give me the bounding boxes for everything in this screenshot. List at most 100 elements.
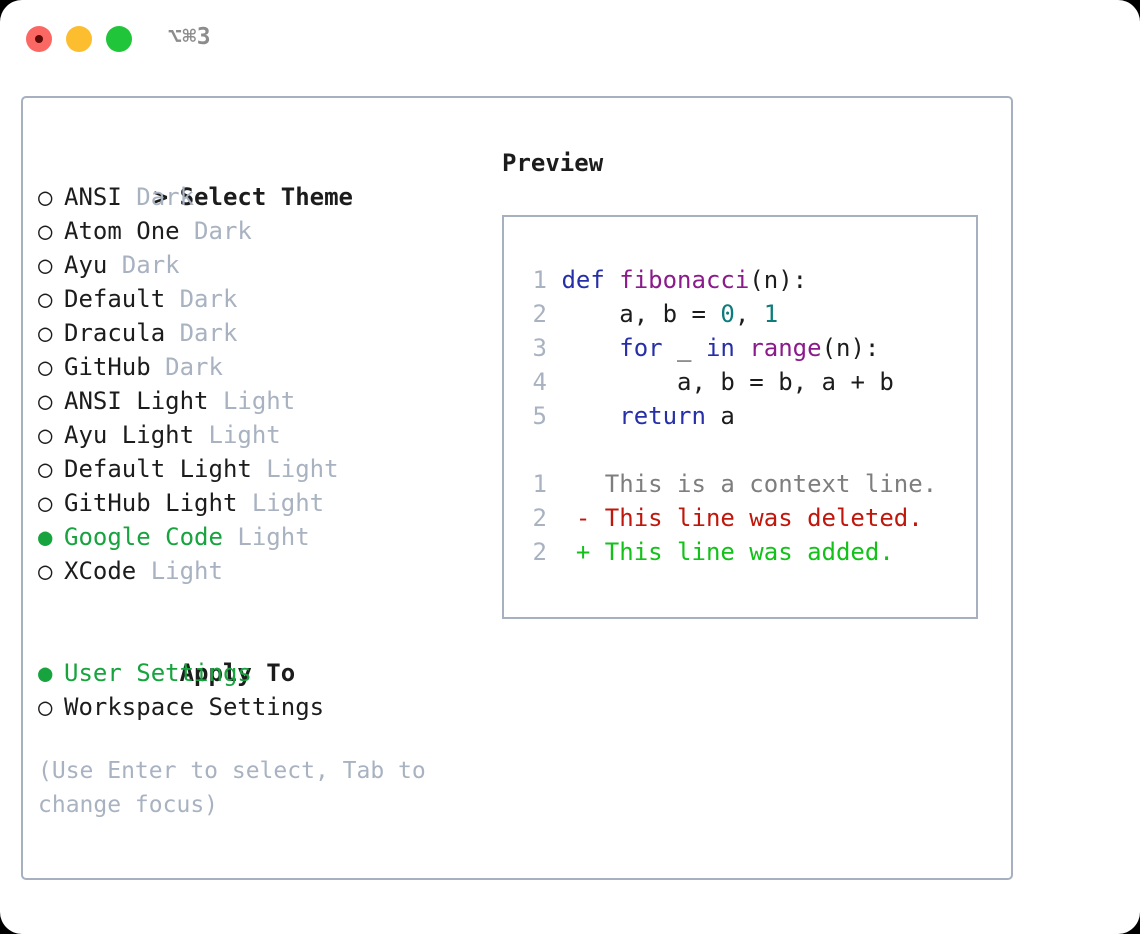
radio-unselected-icon: ○ [38, 285, 53, 313]
diff-text: This is a context line. [604, 470, 938, 498]
radio-unselected-icon: ○ [38, 251, 53, 279]
code-token: a, b = b, a + b [561, 368, 894, 396]
theme-variant-badge: Dark [150, 353, 223, 381]
radio-unselected-icon: ○ [38, 319, 53, 347]
diff-text: This line was deleted. [604, 504, 923, 532]
code-token: 1 [763, 300, 779, 328]
theme-variant-badge: Dark [121, 183, 195, 211]
radio-selected-icon: ● [38, 523, 53, 551]
theme-option-label: ANSI Light [64, 387, 209, 415]
line-number: 4 [532, 368, 547, 396]
minimize-button[interactable] [66, 26, 92, 52]
line-number: 2 [532, 538, 547, 566]
diff-marker: - [547, 504, 605, 532]
maximize-button[interactable] [106, 26, 132, 52]
theme-option-label: Ayu Light [64, 421, 195, 449]
code-line: 5 return a [521, 399, 937, 433]
theme-option-ayu[interactable]: ○Ayu Dark [38, 248, 468, 282]
theme-variant-badge: Light [136, 557, 223, 585]
theme-variant-badge: Light [222, 523, 310, 551]
code-token: return [619, 402, 706, 430]
title-bar: ⌥⌘3 [0, 0, 1140, 78]
diff-line: 1 This is a context line. [521, 467, 938, 501]
apply-to-option-label: Workspace Settings [64, 693, 325, 721]
theme-option-ansi[interactable]: ○ ANSI Dark [38, 180, 468, 214]
apply-to-options: ● User Settings ○ Workspace Settings [38, 656, 468, 724]
prompt-marker: > [153, 183, 169, 211]
diff-line: 2 + This line was added. [521, 535, 937, 569]
theme-option-default-light[interactable]: ○Default Light Light [38, 452, 468, 486]
code-token: (n): [749, 266, 808, 294]
theme-option-ayu-light[interactable]: ○Ayu Light Light [38, 418, 468, 452]
theme-option-label: Atom One [64, 217, 180, 245]
code-token [561, 334, 619, 362]
radio-unselected-icon: ○ [38, 183, 53, 211]
theme-option-label: XCode [64, 557, 137, 585]
keyboard-hint: (Use Enter to select, Tab to change focu… [38, 758, 426, 818]
theme-option-label: Default [64, 285, 166, 313]
theme-option-dracula[interactable]: ○ Dracula Dark [38, 316, 468, 350]
select-theme-label: Select Theme [179, 183, 353, 211]
theme-option-github[interactable]: ○GitHub Dark [38, 350, 468, 384]
theme-variant-badge: Light [208, 387, 296, 415]
apply-to-label: Apply To [179, 659, 296, 687]
code-token [735, 334, 749, 362]
line-number: 5 [532, 402, 547, 430]
code-token: , [734, 300, 764, 328]
code-line: 4 a, b = b, a + b [521, 365, 937, 399]
apply-to-heading: Apply To [38, 622, 468, 687]
apply-to-option-workspace-settings[interactable]: ○ Workspace Settings [38, 690, 468, 724]
code-line: 1 def fibonacci(n): [521, 263, 937, 297]
code-diff-separator [521, 433, 937, 467]
theme-option-default[interactable]: ○ Default Dark [38, 282, 468, 316]
code-token: def [561, 266, 620, 294]
window-title: ⌥⌘3 [168, 24, 212, 50]
theme-variant-badge: Dark [165, 319, 238, 347]
main-panel: >Select Theme ○ANSI Dark○Atom One Dark○A… [21, 96, 1013, 880]
theme-variant-badge: Light [194, 421, 281, 449]
theme-option-label: GitHub Light [64, 489, 238, 517]
diff-text: This line was added. [604, 538, 894, 566]
theme-option-label: Dracula [64, 319, 166, 347]
theme-variant-badge: Light [237, 489, 325, 517]
code-token: range [749, 334, 822, 362]
theme-variant-badge: Dark [179, 217, 252, 245]
code-line: 3 for _ in range(n): [521, 331, 937, 365]
radio-unselected-icon: ○ [38, 387, 53, 415]
theme-variant-badge: Light [251, 455, 339, 483]
theme-option-xcode[interactable]: ○XCode Light [38, 554, 468, 588]
theme-option-ansi-light[interactable]: ○ ANSI Light Light [38, 384, 468, 418]
theme-option-github-light[interactable]: ○GitHub Light Light [38, 486, 468, 520]
code-token: a, b = [561, 300, 721, 328]
code-token [561, 402, 619, 430]
code-token: fibonacci [619, 266, 750, 294]
diff-marker: + [547, 538, 605, 566]
select-theme-heading: > Select Theme [38, 146, 468, 211]
close-button[interactable] [26, 26, 52, 52]
code-line: 2 a, b = 0, 1 [521, 297, 937, 331]
theme-option-label: Google Code [64, 523, 223, 551]
line-number: 1 [532, 470, 547, 498]
theme-option-google-code[interactable]: ● Google Code Light [38, 520, 468, 554]
line-number: 3 [532, 334, 547, 362]
theme-options: ○ANSI Dark○Atom One Dark○Ayu Dark○Defaul… [38, 180, 468, 588]
theme-option-atom-one[interactable]: ○Atom One Dark [38, 214, 468, 248]
line-number: 1 [532, 266, 547, 294]
diff-line: 2 - This line was deleted. [521, 501, 937, 535]
radio-selected-icon: ● [38, 659, 53, 687]
line-number: 2 [532, 504, 547, 532]
code-token: _ [662, 334, 706, 362]
diff-marker [547, 470, 605, 498]
radio-unselected-icon: ○ [38, 693, 53, 721]
apply-to-option-label: User Settings [64, 659, 252, 687]
code-token: a [705, 402, 735, 430]
code-token: for [619, 334, 663, 362]
apply-to-option-user-settings[interactable]: ● User Settings [38, 656, 468, 690]
theme-variant-badge: Dark [165, 285, 238, 313]
theme-option-label: GitHub [64, 353, 151, 381]
theme-option-label: ANSI [64, 183, 122, 211]
radio-unselected-icon: ○ [38, 455, 53, 483]
preview-column: Preview 1 def fibonacci(n):2 a, b = 0, 1… [502, 146, 992, 619]
